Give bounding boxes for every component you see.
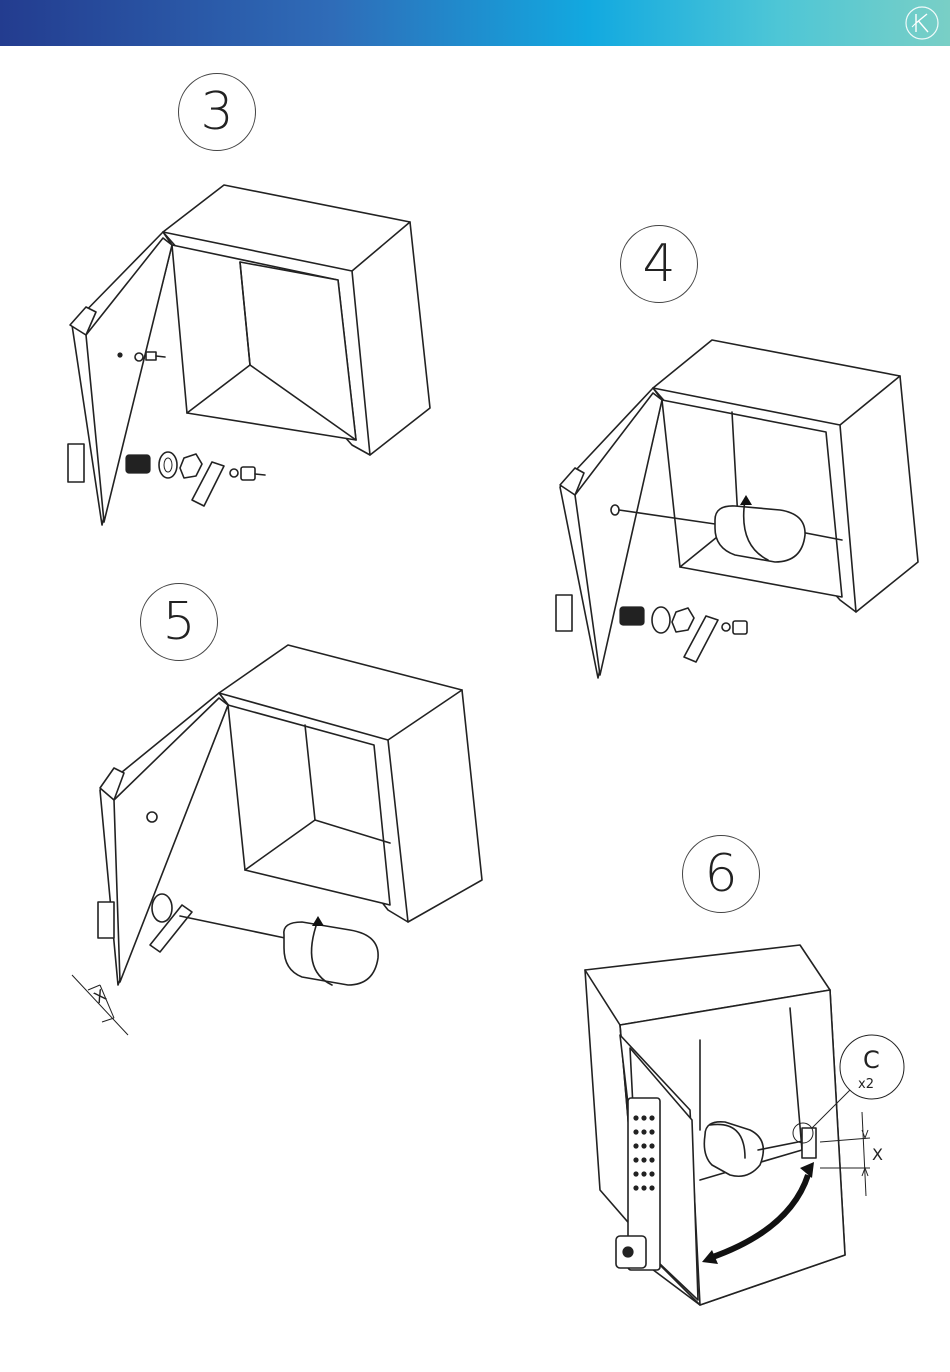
step6-callout-letter: C [863,1046,880,1074]
step5-dimension-label: X [91,986,110,1008]
step6-safe-drawing: C x2 X [585,945,904,1305]
step5-safe-drawing: X [72,645,482,1035]
step4-safe-drawing [556,340,918,678]
step6-dimension-label: X [872,1145,883,1164]
step6-callout-quantity: x2 [858,1077,874,1092]
step3-safe-drawing [68,185,430,525]
